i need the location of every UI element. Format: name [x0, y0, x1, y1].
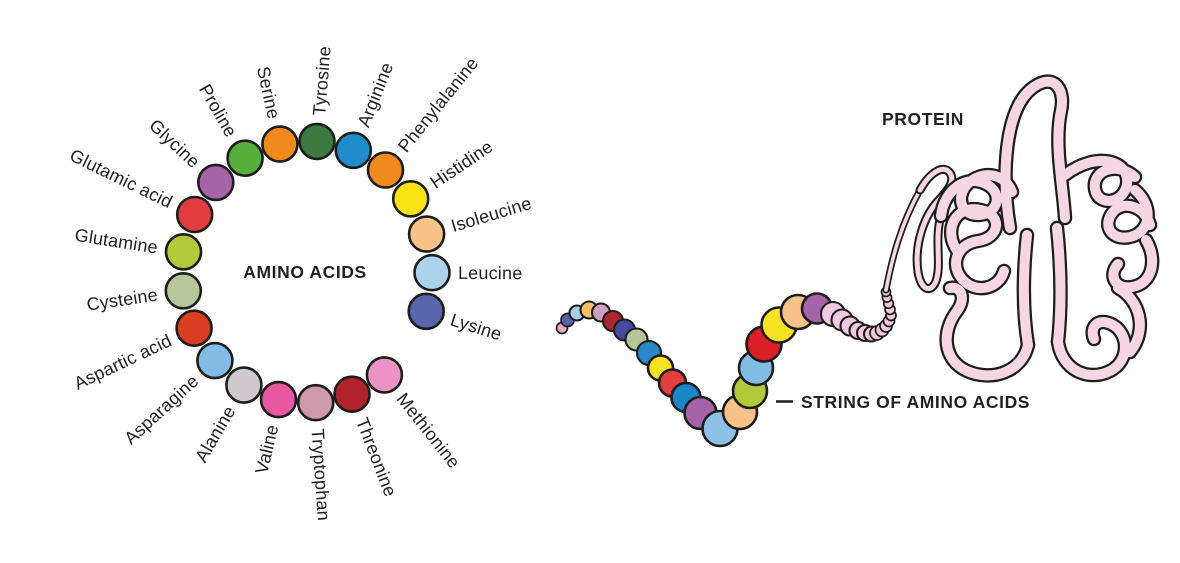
amino-acid-dot-tyrosine [298, 122, 336, 161]
amino-acid-dot-leucine [413, 253, 451, 292]
ribbon-thin-loop-fill-0 [914, 166, 955, 292]
amino-acid-dot-proline [226, 139, 264, 177]
amino-acid-dot-arginine [334, 131, 373, 170]
connector-tube-fill [884, 188, 922, 292]
ribbon-segment-fill-0 [936, 170, 1017, 221]
amino-acid-dot-aspartic-acid [175, 309, 213, 348]
ribbon-segment-fill-2 [1000, 76, 1070, 233]
amino-acid-dot-phenylalanine [366, 151, 405, 189]
amino-acid-dot-valine [259, 380, 298, 419]
amino-acid-dot-lysine [407, 292, 446, 331]
ribbon-segment-fill-5 [1060, 155, 1140, 206]
amino-acid-dot-isoleucine [407, 215, 446, 253]
string-callout: STRING OF AMINO ACIDS [776, 392, 1030, 412]
ribbon-segment-fill-7 [1108, 235, 1158, 293]
ribbon-segment-fill-9 [941, 282, 1033, 381]
amino-acid-dot-threonine [333, 375, 371, 414]
connector-tube [882, 186, 924, 294]
string-of-amino-acids [555, 286, 897, 448]
ribbon-segment-fill-1 [946, 204, 1009, 294]
amino-acid-dot-glutamic-acid [175, 195, 214, 234]
ribbon-segment-fill-6 [1103, 185, 1155, 243]
amino-acid-dot-alanine [225, 366, 263, 404]
amino-acid-dot-histidine [391, 180, 430, 218]
amino-acid-dot-serine [261, 125, 299, 163]
ribbon-segment-fill-4 [1052, 223, 1066, 347]
ribbon-segment-fill-8 [1113, 283, 1145, 357]
amino-acid-dot-methionine [365, 356, 404, 394]
amino-acid-dot-cysteine [164, 271, 203, 310]
amino-acid-dot-glycine [197, 163, 235, 202]
amino-acids-title: AMINO ACIDS [243, 262, 367, 282]
ribbon-segment-fill-3 [1018, 230, 1033, 350]
amino-acid-dot-tryptophan [296, 383, 335, 422]
amino-acid-label-leucine: Leucine [458, 263, 523, 283]
protein-ribbon [912, 74, 1160, 383]
string-of-amino-acids-label: STRING OF AMINO ACIDS [801, 392, 1030, 412]
ribbon-segment-fill-10 [1053, 317, 1130, 380]
protein-label: PROTEIN [882, 109, 964, 129]
amino-acid-dot-asparagine [196, 341, 234, 380]
amino-acid-dot-glutamine [164, 233, 203, 271]
